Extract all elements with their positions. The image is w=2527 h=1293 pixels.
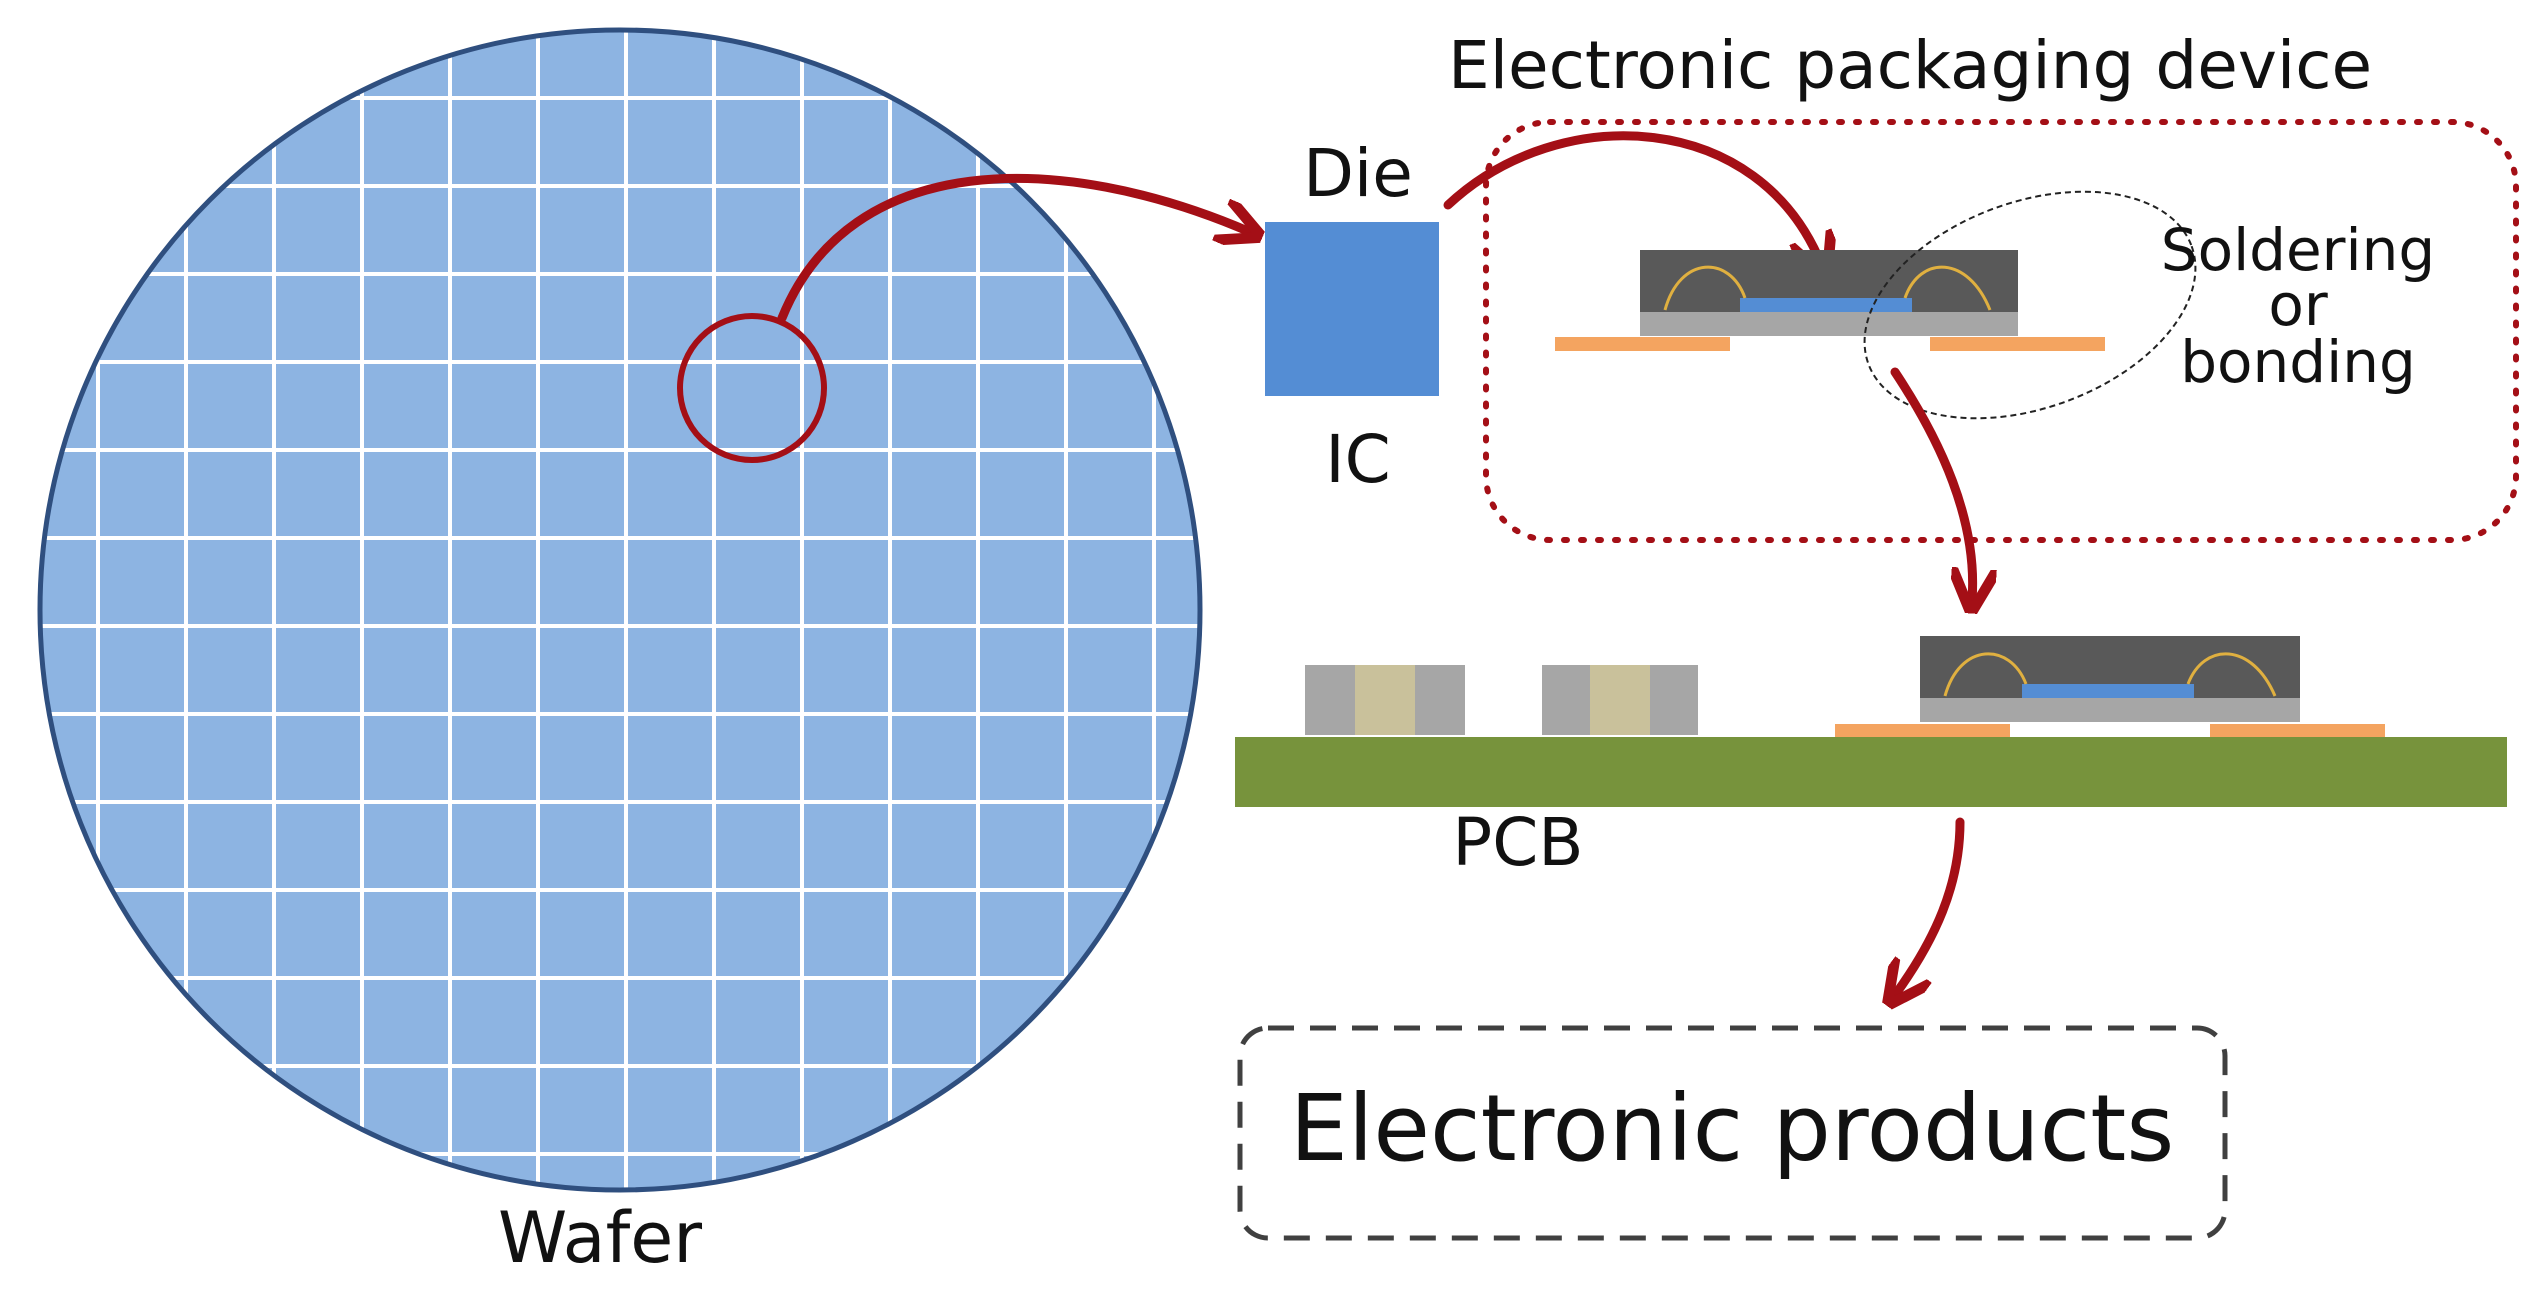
bond-wire-right (1903, 265, 1992, 311)
package-substrate (1640, 312, 2018, 336)
die-chip (1265, 222, 1439, 396)
soldering-label-line2: or (2268, 271, 2327, 339)
mounted-package-die (2022, 684, 2194, 698)
pcb-pad-left (1835, 724, 2010, 737)
arrow-die-to-package (1443, 131, 1822, 266)
mounted-package-substrate (1920, 698, 2300, 722)
arrow-package-to-pcb (1890, 367, 1973, 600)
passive-component-1-right-end (1415, 665, 1465, 735)
wafer-disk (40, 30, 1200, 1190)
wafer-edge (37, 27, 1203, 1193)
package-pad-right (1930, 337, 2105, 351)
soldering-label-line1: Soldering (2161, 216, 2435, 284)
arrow-wafer-to-die (777, 173, 1250, 323)
die-label: Die (1303, 135, 1413, 212)
mounted-bond-wire-left (1943, 652, 2028, 697)
bond-wire-left (1663, 265, 1747, 311)
pcb-label: PCB (1452, 804, 1583, 881)
passive-component-2-left-end (1542, 665, 1590, 735)
passive-component-1-left-end (1305, 665, 1355, 735)
selected-die-highlight (677, 313, 827, 463)
arrow-pcb-to-products (1895, 817, 1965, 995)
products-label: Electronic products (1290, 1075, 2175, 1182)
products-box (1237, 1025, 2228, 1241)
pcb-board (1235, 737, 2507, 807)
soldering-callout (1863, 190, 2197, 420)
wafer-label: Wafer (498, 1197, 702, 1279)
package-die (1740, 298, 1912, 312)
pcb-pad-right (2210, 724, 2385, 737)
passive-component-2-body (1590, 665, 1650, 735)
soldering-label-line3: bonding (2180, 328, 2416, 396)
passive-component-2-right-end (1650, 665, 1698, 735)
wafer (37, 27, 1203, 1193)
mounted-bond-wire-right (2186, 652, 2277, 697)
passive-component-1-body (1355, 665, 1415, 735)
package-pad-left (1555, 337, 1730, 351)
packaging-title: Electronic packaging device (1448, 27, 2372, 104)
pcb-assembly (1235, 636, 2507, 807)
package-cross-section (1555, 250, 2105, 351)
ic-label: IC (1325, 421, 1391, 498)
